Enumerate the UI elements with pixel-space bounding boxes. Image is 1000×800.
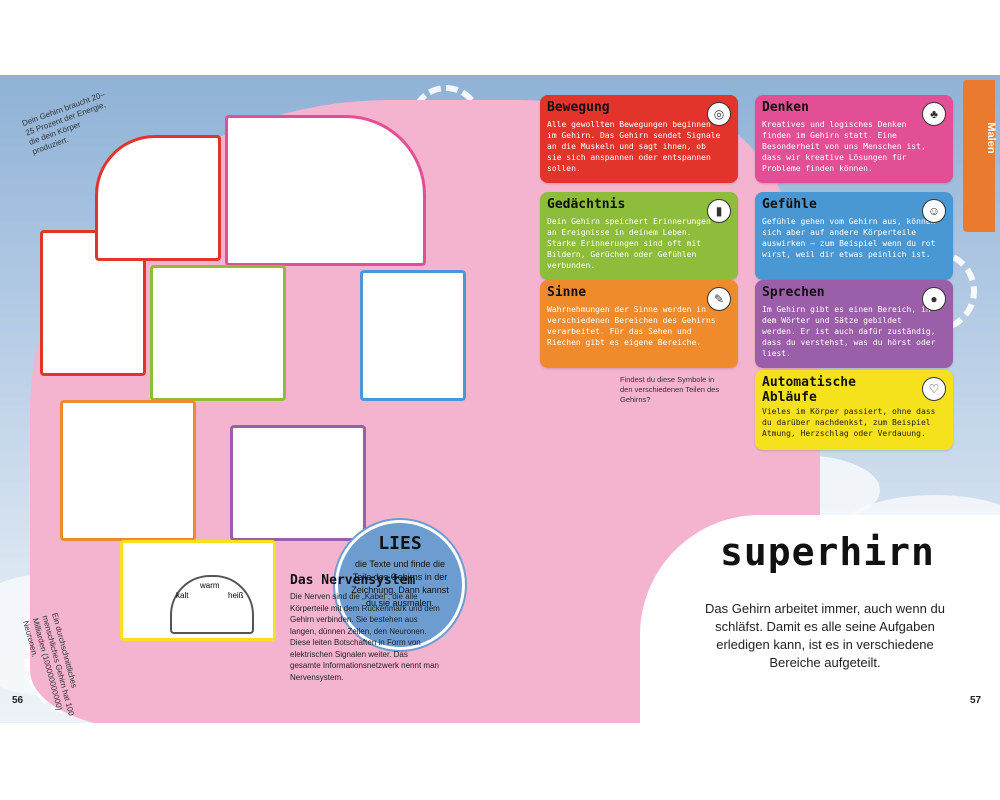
left-page-number: 56	[12, 695, 24, 706]
ice-cream-icon: ▮	[707, 199, 731, 223]
card-text: Vieles im Körper passiert, ohne dass du …	[762, 407, 936, 438]
superhirn-title: superhirn	[720, 530, 935, 574]
brain-area-speech	[230, 425, 366, 541]
right-page-number: 57	[970, 695, 982, 706]
temperature-gauge: kalt warm heiß	[170, 575, 254, 634]
card-text: Dein Gehirn speichert Erinnerungen an Er…	[547, 217, 711, 270]
malen-tab-label: Malen	[985, 122, 997, 154]
lies-badge: LIES die Texte und finde die Teile des G…	[335, 520, 465, 650]
lies-text: die Texte und finde die Teile des Gehirn…	[351, 559, 449, 608]
card-title: Gedächtnis	[547, 197, 626, 212]
brain-area-movement-upper	[95, 135, 221, 261]
gauge-hot-label: heiß	[228, 591, 244, 600]
gauge-warm-label: warm	[200, 581, 220, 590]
gauge-cold-label: kalt	[176, 591, 189, 600]
card-text: Wahrnehmungen der Sinne werden in versch…	[547, 305, 716, 347]
card-title: Automatische Abläufe	[762, 375, 856, 405]
nervous-system-text: Die Nerven sind die „Kabel“, die alle Kö…	[290, 592, 440, 682]
lies-title: LIES	[378, 533, 422, 554]
card-title: Denken	[762, 100, 809, 115]
nervous-system-title: Das Nervensystem	[290, 573, 416, 588]
card-text: Alle gewollten Bewegungen beginnen im Ge…	[547, 120, 721, 173]
white-face-area	[640, 515, 1000, 723]
card-text: Gefühle gehen vom Gehirn aus, können sic…	[762, 217, 936, 259]
apple-icon: ●	[922, 287, 946, 311]
malen-tab[interactable]: Malen	[963, 80, 997, 232]
card-title: Bewegung	[547, 100, 610, 115]
nervous-system-section: Das Nervensystem Die Nerven sind die „Ka…	[290, 573, 440, 683]
tree-icon: ♣	[922, 102, 946, 126]
brain-area-thinking	[225, 115, 426, 266]
energy-note: Dein Gehirn braucht 20–25 Prozent der En…	[20, 89, 107, 157]
card-title: Sinne	[547, 285, 587, 300]
card-title: Sprechen	[762, 285, 825, 300]
brain-area-feelings	[360, 270, 466, 401]
smiley-icon: ☺	[922, 199, 946, 223]
card-sprechen: Sprechen Im Gehirn gibt es einen Bereich,…	[755, 280, 953, 368]
heart-icon: ♡	[922, 377, 946, 401]
superhirn-text: Das Gehirn arbeitet immer, auch wenn du …	[705, 601, 945, 670]
brain-area-memory	[150, 265, 286, 401]
card-text: Kreatives und logisches Denken finden im…	[762, 120, 926, 173]
card-title: Gefühle	[762, 197, 817, 212]
spiral-icon: ◎	[707, 102, 731, 126]
book-spread: kalt warm heiß Dein Gehirn braucht 20–25…	[0, 75, 1000, 723]
brain-area-senses	[60, 400, 196, 541]
feather-icon: ✎	[707, 287, 731, 311]
symbols-hint: Findest du diese Symbole in den verschie…	[620, 375, 720, 404]
card-text: Im Gehirn gibt es einen Bereich, in dem …	[762, 305, 936, 358]
